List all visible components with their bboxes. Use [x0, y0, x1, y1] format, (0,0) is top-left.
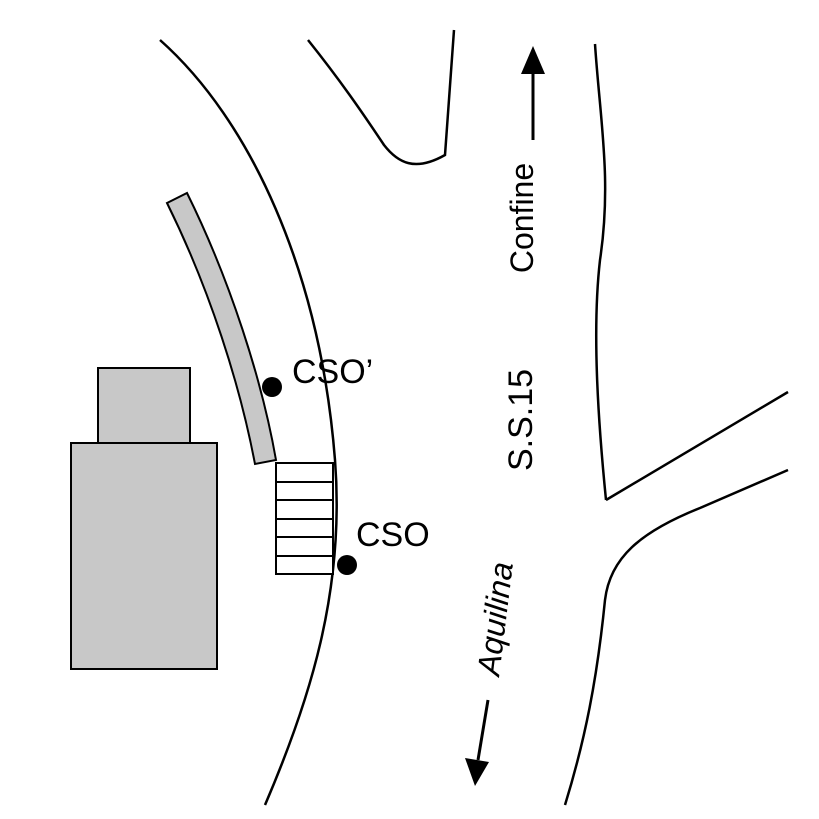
cso-label: CSO: [356, 516, 430, 554]
aquilina-label: Aquilina: [470, 560, 520, 679]
side-road-upper-edge: [605, 390, 789, 502]
cso-prime-point: [262, 377, 282, 397]
traffic-island-outline: [307, 29, 456, 166]
building-upper-block: [97, 367, 191, 445]
north-direction-arrow: [521, 46, 545, 140]
cso-prime-label: CSO’: [292, 353, 373, 391]
curved-grey-strip: [165, 191, 278, 466]
road-west-curb: [159, 39, 338, 806]
building-main-block: [70, 442, 218, 670]
side-road-lower-edge: [563, 468, 789, 806]
road-east-curb-north: [593, 43, 608, 501]
cso-point: [337, 555, 357, 575]
road-name-label: S.S.15: [502, 369, 540, 471]
south-direction-arrow: [465, 699, 490, 786]
crosswalk: [275, 462, 334, 575]
confine-label: Confine: [504, 163, 540, 273]
